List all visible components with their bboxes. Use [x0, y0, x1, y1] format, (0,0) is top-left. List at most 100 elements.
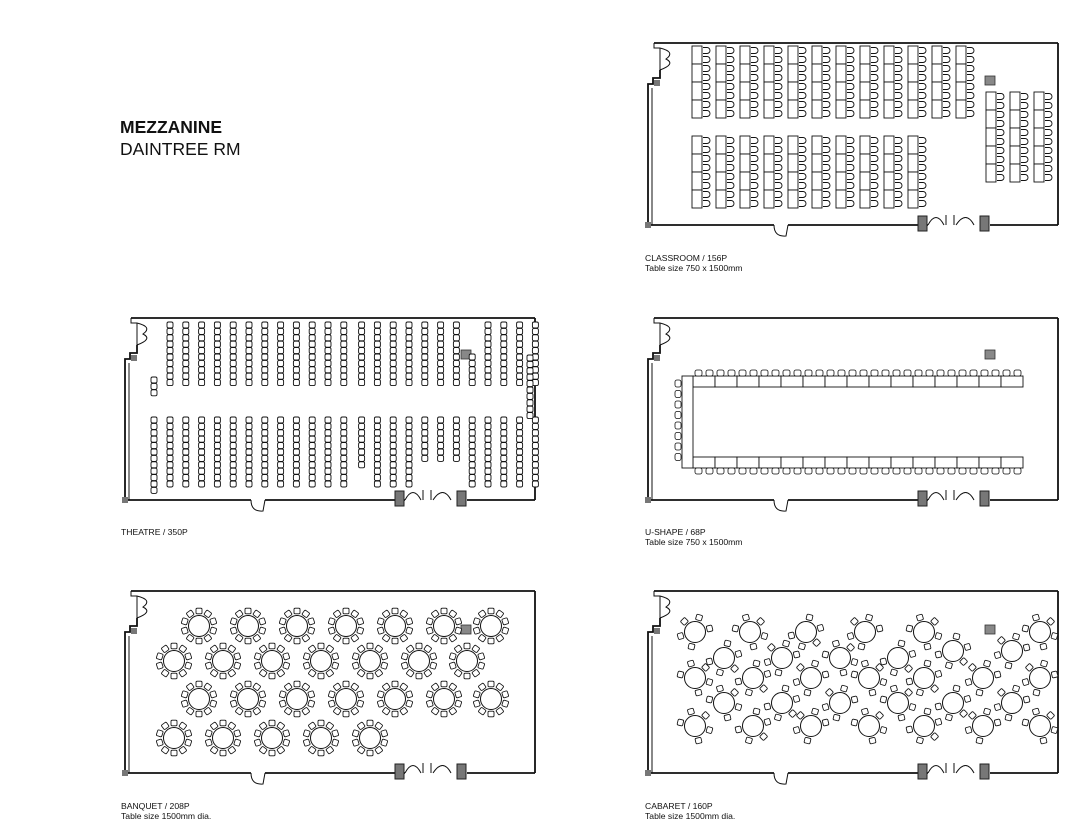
chair: [763, 670, 772, 678]
top-row-table: [978, 375, 1002, 388]
chair: [751, 65, 759, 72]
chair: [230, 690, 238, 699]
classroom-table: [1033, 127, 1053, 147]
theatre-chair: [182, 474, 190, 482]
double-door-left: [404, 492, 422, 501]
theatre-chair: [389, 435, 397, 443]
round-table: [426, 680, 462, 718]
table-top: [359, 650, 381, 672]
theatre-chair: [166, 422, 174, 430]
bottom-door-swing: [250, 499, 266, 512]
chair: [751, 56, 759, 63]
table-top: [763, 153, 775, 173]
classroom-table: [883, 189, 903, 209]
left-wall: [647, 70, 661, 225]
theatre-chair: [166, 416, 174, 424]
chair: [734, 677, 743, 686]
classroom-table: [811, 99, 831, 119]
chair: [871, 110, 879, 117]
classroom-table: [883, 99, 903, 119]
table-top: [913, 621, 935, 643]
theatre-chair: [277, 422, 285, 430]
chair: [307, 626, 315, 635]
theatre-chair: [166, 359, 174, 367]
chair: [186, 682, 195, 691]
chair: [799, 65, 807, 72]
table-top: [715, 171, 727, 191]
chair: [823, 74, 831, 81]
classroom-table: [715, 135, 735, 155]
chair: [161, 644, 170, 653]
theatre-chair: [324, 327, 332, 335]
chair: [380, 738, 388, 747]
theatre-chair: [389, 422, 397, 430]
classroom-table: [763, 45, 783, 65]
round-table: [156, 642, 192, 680]
chair: [342, 680, 350, 688]
chair: [832, 639, 840, 648]
theatre-chair: [500, 334, 508, 342]
theatre-chair: [421, 347, 429, 355]
chair: [307, 699, 315, 708]
chair: [426, 626, 434, 635]
theatre-chair: [213, 359, 221, 367]
theatre-chair: [405, 480, 413, 488]
chair: [478, 707, 487, 716]
classroom-table: [715, 81, 735, 101]
chair: [799, 200, 807, 207]
theatre-chair: [229, 340, 237, 348]
theatre-chair: [213, 334, 221, 342]
chair: [473, 699, 481, 708]
chair: [374, 669, 383, 678]
theatre-chair: [526, 386, 534, 394]
theatre-chair: [340, 379, 348, 387]
table-top: [985, 109, 997, 129]
table-top: [787, 45, 799, 65]
chair: [742, 613, 750, 622]
chair: [823, 164, 831, 171]
theatre-chair: [484, 347, 492, 355]
chair: [448, 634, 457, 643]
theatre-chair: [437, 372, 445, 380]
chair: [377, 617, 385, 626]
theatre-chair: [437, 347, 445, 355]
chair: [186, 707, 195, 716]
table-top: [835, 189, 847, 209]
cabaret-table: [1021, 707, 1059, 745]
chair: [331, 661, 339, 670]
bottom-door-swing: [773, 224, 789, 237]
chair: [1021, 93, 1029, 100]
pillar-right: [979, 763, 990, 780]
chair: [181, 617, 189, 626]
chair: [382, 682, 391, 691]
chair: [293, 607, 301, 615]
theatre-chair: [437, 366, 445, 374]
top-row-table: [846, 375, 870, 388]
round-table: [352, 642, 388, 680]
chair: [826, 467, 835, 475]
table-top: [811, 63, 823, 83]
chair: [871, 164, 879, 171]
theatre-chair: [245, 347, 253, 355]
corner-detail: [653, 591, 660, 597]
cabaret-table: [964, 707, 1002, 745]
theatre-chair: [531, 461, 539, 469]
theatre-chair: [531, 347, 539, 355]
chair: [859, 467, 868, 475]
theatre-chair: [421, 353, 429, 361]
theatre-chair: [340, 359, 348, 367]
classroom-table: [1009, 109, 1029, 129]
chair: [799, 83, 807, 90]
chair: [775, 47, 783, 54]
chair: [908, 703, 917, 711]
cabaret-layout-label: CABARET / 160P: [645, 801, 713, 811]
theatre-chair: [292, 379, 300, 387]
theatre-chair: [340, 422, 348, 430]
theatre-chair: [324, 422, 332, 430]
theatre-chair: [245, 379, 253, 387]
theatre-chair: [452, 454, 460, 462]
theatre-chair: [358, 366, 366, 374]
chair: [258, 690, 266, 699]
theatre-chair: [389, 467, 397, 475]
chair: [308, 746, 317, 755]
